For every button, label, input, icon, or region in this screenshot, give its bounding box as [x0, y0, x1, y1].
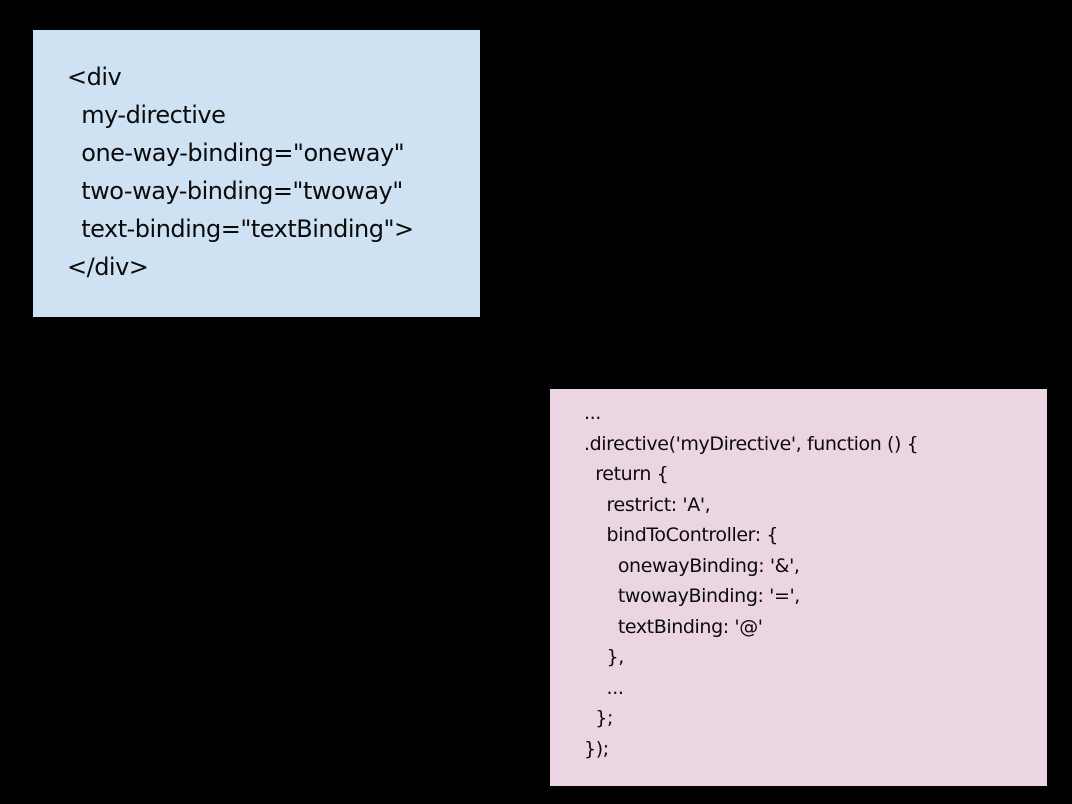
code-line: text-binding="textBinding"> — [67, 215, 414, 243]
html-code-block: <div my-directive one-way-binding="onewa… — [67, 58, 472, 286]
code-line: onewayBinding: '&', — [584, 554, 800, 577]
js-code-block: ... .directive('myDirective', function (… — [584, 398, 1041, 764]
code-line: </div> — [67, 253, 149, 281]
code-line: my-directive — [67, 101, 226, 129]
code-line: }, — [584, 646, 625, 668]
code-line: return { — [584, 463, 669, 485]
code-line: bindToController: { — [584, 524, 779, 546]
code-line: restrict: 'A', — [584, 493, 711, 516]
code-line: }); — [584, 737, 609, 760]
code-line: textBinding: '@' — [584, 615, 763, 638]
code-line: twowayBinding: '=', — [584, 585, 801, 607]
code-line: two-way-binding="twoway" — [67, 177, 403, 205]
code-line: ... — [584, 676, 624, 699]
code-line: .directive('myDirective', function () { — [584, 432, 919, 455]
js-snippet-box: ... .directive('myDirective', function (… — [550, 389, 1047, 786]
code-line: ... — [584, 402, 601, 424]
code-line: one-way-binding="oneway" — [67, 139, 405, 167]
code-line: <div — [67, 63, 122, 91]
code-line: }; — [584, 707, 613, 729]
html-snippet-box: <div my-directive one-way-binding="onewa… — [33, 30, 480, 317]
